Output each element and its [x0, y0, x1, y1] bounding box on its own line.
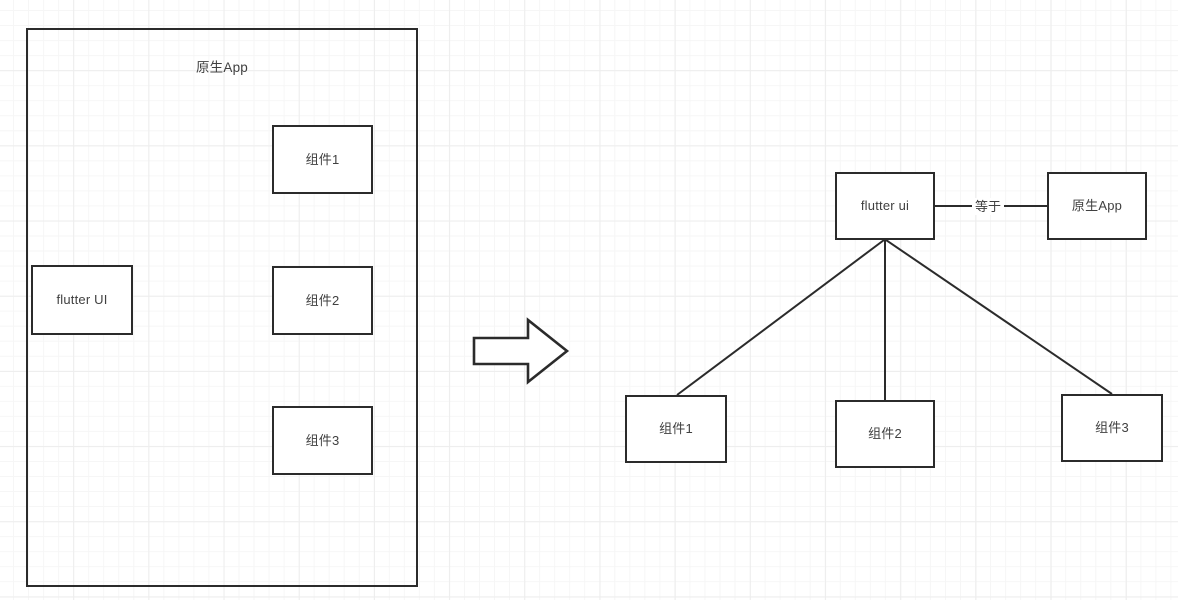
transform-arrow-right-icon[interactable]	[471, 316, 571, 386]
right-widget-1-node[interactable]: 组件1	[625, 395, 727, 463]
left-widget-3-label: 组件3	[305, 432, 340, 448]
right-native-app-label: 原生App	[1071, 198, 1123, 214]
right-flutter-ui-node[interactable]: flutter ui	[835, 172, 935, 240]
right-flutter-ui-label: flutter ui	[860, 198, 910, 214]
edge-equals-label: 等于	[972, 198, 1005, 215]
right-widget-2-label: 组件2	[868, 426, 902, 442]
left-widget-2-node[interactable]: 组件2	[272, 266, 373, 335]
left-flutter-ui-label: flutter UI	[56, 292, 108, 308]
right-widget-2-node[interactable]: 组件2	[835, 400, 935, 468]
edge-to-widget-3-line	[885, 239, 1113, 395]
left-widget-1-node[interactable]: 组件1	[272, 125, 373, 194]
right-widget-3-node[interactable]: 组件3	[1061, 394, 1163, 462]
edge-equals-label-text: 等于	[975, 199, 1002, 214]
left-widget-3-node[interactable]: 组件3	[272, 406, 373, 475]
left-widget-1-label: 组件1	[305, 151, 340, 167]
native-app-container[interactable]: 原生App	[26, 28, 418, 587]
right-widget-1-label: 组件1	[659, 421, 693, 437]
right-native-app-node[interactable]: 原生App	[1047, 172, 1147, 240]
edge-to-widget-1-line	[676, 239, 885, 396]
left-widget-2-label: 组件2	[305, 292, 340, 308]
right-widget-3-label: 组件3	[1095, 420, 1129, 436]
left-flutter-ui-node[interactable]: flutter UI	[31, 265, 133, 335]
native-app-container-label: 原生App	[195, 60, 249, 75]
